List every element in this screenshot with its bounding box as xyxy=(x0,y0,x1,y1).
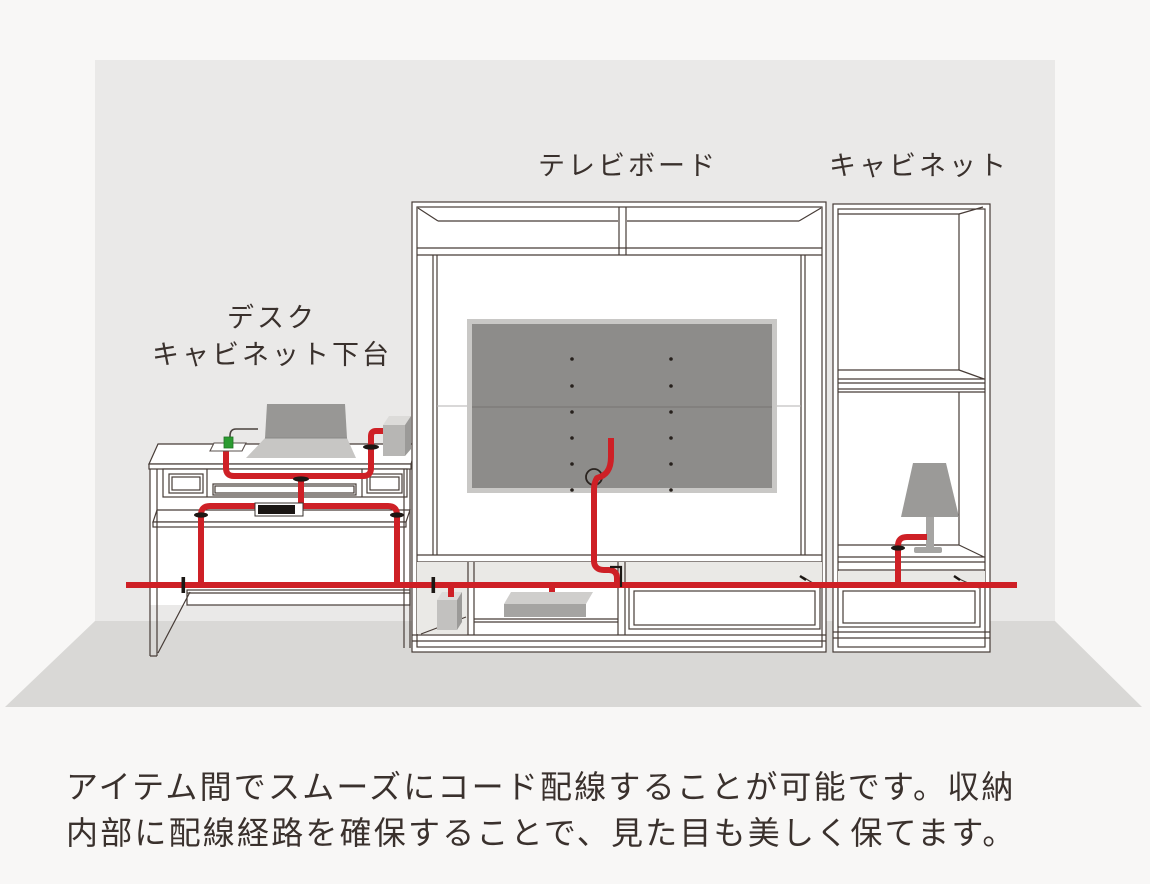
desk-speaker xyxy=(383,416,411,456)
label-cabinet: キャビネット xyxy=(829,151,1009,181)
caption-line1: アイテム間でスムーズにコード配線することが可能です。収納 xyxy=(66,769,1016,805)
label-desk: デスク キャビネット下台 xyxy=(152,300,392,374)
cable-grommet-marks xyxy=(181,444,905,593)
laptop xyxy=(246,404,356,458)
label-desk-line1: デスク xyxy=(227,303,317,333)
cable-notch xyxy=(610,565,623,587)
table-lamp xyxy=(901,463,959,553)
tv-screen xyxy=(467,319,777,493)
cabinet-unit xyxy=(832,203,991,653)
cabinet-flap-box xyxy=(837,574,981,628)
desk-top-cable xyxy=(223,428,383,479)
red-cables xyxy=(126,428,1017,597)
caption-text: アイテム間でスムーズにコード配線することが可能です。収納 内部に配線経路を確保す… xyxy=(66,764,1017,856)
power-strip xyxy=(254,502,304,517)
compartment-speaker xyxy=(437,592,462,630)
av-player xyxy=(504,592,593,617)
label-tv-board: テレビボード xyxy=(538,151,718,181)
caption-line2: 内部に配線経路を確保することで、見た目も美しく保てます。 xyxy=(66,815,1017,851)
label-desk-line2: キャビネット下台 xyxy=(152,340,392,370)
tv-cable xyxy=(591,438,620,586)
laptop-cable xyxy=(229,428,258,441)
green-cable-grommet xyxy=(209,436,247,452)
tv-mount-holes xyxy=(570,357,673,492)
